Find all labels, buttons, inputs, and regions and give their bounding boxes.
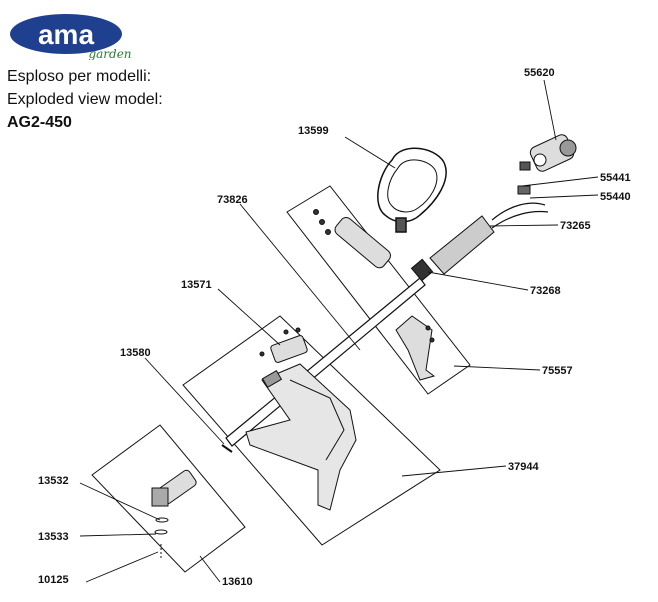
logo-text: ama <box>38 19 94 50</box>
throttle-housing-part <box>410 185 549 282</box>
label-73268: 73268 <box>530 285 561 297</box>
handle-grip-part <box>313 209 391 269</box>
label-37944: 37944 <box>508 461 539 473</box>
clamp-part <box>259 327 308 363</box>
drive-shaft <box>221 277 426 453</box>
box-handle-assembly <box>286 185 471 395</box>
label-13571: 13571 <box>181 279 212 291</box>
ama-garden-logo: ama garden <box>10 14 132 60</box>
guard-part <box>245 363 357 511</box>
handle-bracket-part <box>395 315 436 381</box>
label-13580: 13580 <box>120 347 151 359</box>
label-13599: 13599 <box>298 125 329 137</box>
label-75557: 75557 <box>542 365 573 377</box>
label-10125: 10125 <box>38 574 69 586</box>
label-55440: 55440 <box>600 191 631 203</box>
label-73265: 73265 <box>560 220 591 232</box>
leader-lines <box>79 79 599 583</box>
label-55441: 55441 <box>600 172 631 184</box>
label-73826: 73826 <box>217 194 248 206</box>
label-55620: 55620 <box>524 67 555 79</box>
heading-italian: Esploso per modelli: <box>7 68 152 85</box>
label-13532: 13532 <box>38 475 69 487</box>
model-number: AG2-450 <box>7 114 72 131</box>
box-head-assembly <box>91 424 246 573</box>
box-guard-assembly <box>182 315 441 546</box>
gear-head-part <box>151 469 197 558</box>
label-13533: 13533 <box>38 531 69 543</box>
logo-sub: garden <box>88 47 131 60</box>
heading-english: Exploded view model: <box>7 91 163 108</box>
label-13610: 13610 <box>222 576 253 588</box>
strap-part <box>377 147 447 233</box>
engine-part <box>519 134 577 172</box>
